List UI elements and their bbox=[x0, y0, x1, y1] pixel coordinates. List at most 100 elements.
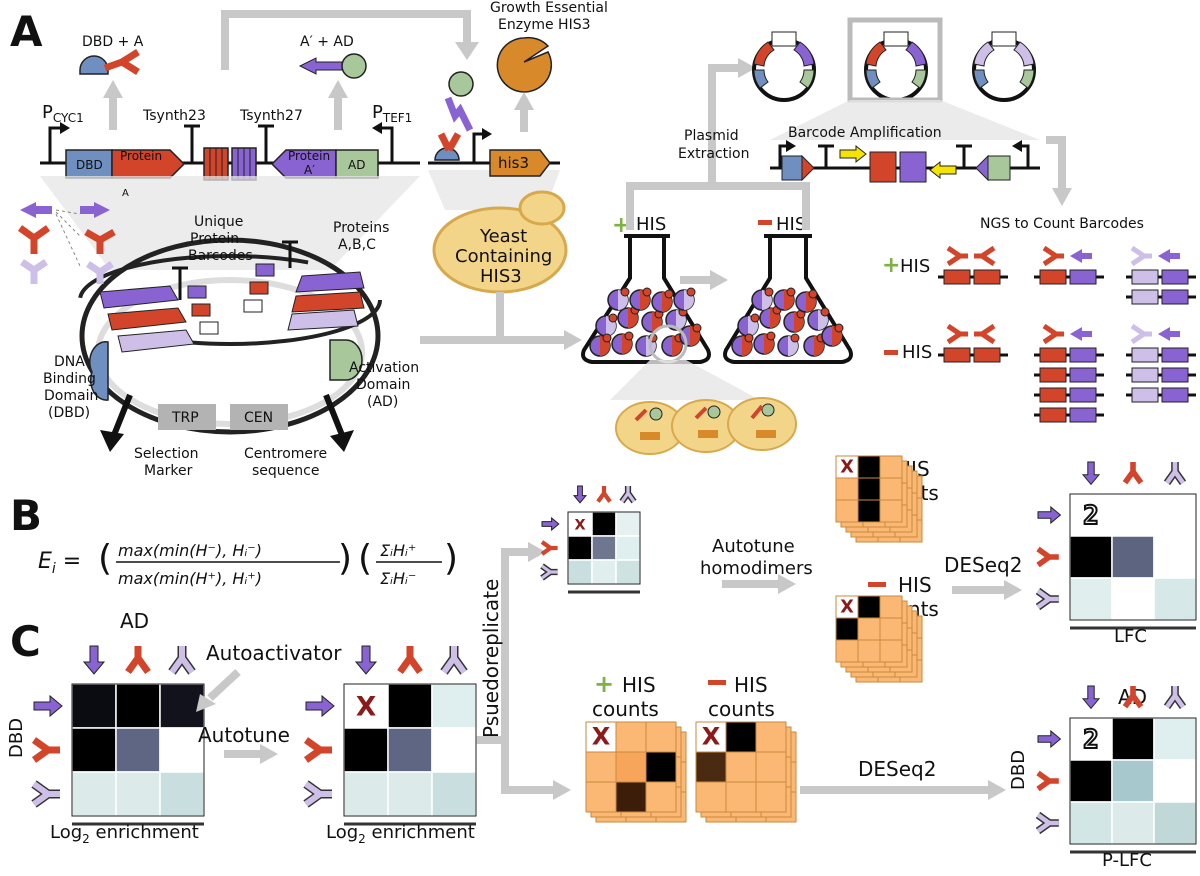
label-plus-his: HIS bbox=[636, 214, 666, 235]
heatmap-cell bbox=[1153, 577, 1197, 621]
heatmap-cell bbox=[71, 771, 117, 817]
heatmap-cell bbox=[615, 535, 641, 561]
heatmap-cell bbox=[431, 683, 477, 729]
equation-numerator-2: ΣᵢHᵢ⁺ bbox=[380, 541, 416, 560]
heatmap-cell bbox=[1111, 493, 1155, 537]
label-dbd-domain-1: DNA bbox=[54, 354, 85, 370]
enrichment-equation: Ei = ( max(min(H⁻), Hᵢ⁻) max(min(H⁺), Hᵢ… bbox=[38, 538, 458, 588]
heatmap-cell bbox=[1153, 801, 1197, 845]
bound-protein-icon bbox=[437, 132, 462, 152]
heatmap-lfc: 2 bbox=[1035, 461, 1197, 630]
label-deseq2-c: DESeq2 bbox=[858, 757, 936, 781]
heatmap-cell bbox=[71, 727, 117, 773]
heatmap-cell bbox=[1153, 717, 1197, 761]
plasmid-protein-b bbox=[107, 307, 187, 331]
heatmap-cell bbox=[1153, 535, 1197, 579]
promoter-tef1-icon bbox=[380, 126, 394, 163]
ad-circle-icon bbox=[341, 53, 367, 79]
heatmap-cell bbox=[1111, 577, 1155, 621]
zoom-funnel-plasmid bbox=[40, 176, 420, 270]
label-small-a: A bbox=[122, 188, 129, 199]
label-yeast-1: Yeast bbox=[479, 226, 527, 247]
label-centromere-1: Centromere bbox=[244, 446, 327, 462]
routing-arrow-top bbox=[221, 10, 471, 70]
heatmap-cell bbox=[591, 535, 617, 561]
label-log2-left: Log2 enrichment bbox=[50, 822, 199, 846]
label-cen: CEN bbox=[244, 410, 273, 426]
label-ad-domain-2: Domain bbox=[356, 377, 410, 393]
homodimer-two-mark: 2 bbox=[1083, 725, 1099, 755]
label-ad-domain-1: Activation bbox=[349, 360, 419, 376]
heatmap-cell bbox=[615, 559, 641, 585]
label-selection-2: Marker bbox=[144, 463, 193, 479]
plasmid-extraction: Plasmid Extraction bbox=[626, 58, 810, 230]
label-autotune-homodimers-2: homodimers bbox=[700, 558, 813, 579]
flask-cells bbox=[589, 287, 844, 357]
heatmap-c-left bbox=[31, 645, 205, 826]
label-dbd-domain-2: Binding bbox=[43, 371, 96, 387]
label-dbd-gene: DBD bbox=[76, 158, 103, 172]
plasmid-ad-domain bbox=[329, 339, 363, 381]
extracted-plasmids bbox=[752, 31, 1036, 102]
label-proteins-1: Proteins bbox=[333, 220, 389, 236]
svg-text:Ei =: Ei = bbox=[38, 549, 81, 577]
svg-text:): ) bbox=[444, 538, 458, 579]
label-ad-c: AD bbox=[120, 609, 149, 633]
heatmap-cell bbox=[1069, 801, 1113, 845]
panel-label-b: B bbox=[10, 491, 42, 540]
heatmap-cell bbox=[1153, 759, 1197, 803]
heatmap-cell bbox=[591, 511, 617, 537]
heatmap-cell bbox=[71, 683, 117, 729]
heatmap-cell bbox=[615, 511, 641, 537]
bound-ad-icon bbox=[448, 71, 474, 97]
label-selection-1: Selection bbox=[134, 446, 199, 462]
label-b-minus-his-1: HIS bbox=[898, 573, 932, 597]
ngs-barcode-counts bbox=[938, 245, 1196, 423]
label-tsynth23: Tsynth23 bbox=[142, 108, 206, 124]
heatmap-cell bbox=[115, 683, 161, 729]
label-proteins-2: A,B,C bbox=[338, 237, 376, 253]
label-dbd-c: DBD bbox=[6, 718, 27, 758]
svg-text:(: ( bbox=[358, 538, 372, 579]
heatmap-cell bbox=[1111, 801, 1155, 845]
heatmap-cell bbox=[387, 683, 433, 729]
ad-gene-block bbox=[335, 149, 379, 179]
heatmap-cell bbox=[431, 727, 477, 773]
heatmap-cell bbox=[431, 771, 477, 817]
label-lfc: LFC bbox=[1114, 626, 1147, 647]
heatmap-cell bbox=[387, 771, 433, 817]
label-growth-enzyme-2: Enzyme HIS3 bbox=[498, 17, 591, 33]
heatmap-cell bbox=[343, 727, 389, 773]
heatmap-cell bbox=[1153, 493, 1197, 537]
label-p-tef1: PTEF1 bbox=[372, 102, 412, 125]
heatmap-p-lfc: 2 bbox=[1035, 685, 1197, 854]
label-ngs-plus-his: HIS bbox=[900, 256, 930, 277]
label-c-plus-his-2: counts bbox=[592, 697, 659, 721]
label-barcode-amplification: Barcode Amplification bbox=[788, 125, 942, 141]
heatmap-cell bbox=[115, 727, 161, 773]
label-p-cyc1: PCYC1 bbox=[42, 102, 84, 125]
panel-label-a: A bbox=[10, 7, 43, 56]
heatmap-cell bbox=[1069, 535, 1113, 579]
label-ngs: NGS to Count Barcodes bbox=[980, 216, 1144, 232]
label-ngs-minus-his: HIS bbox=[902, 342, 932, 363]
label-his3-gene: his3 bbox=[498, 154, 529, 172]
autoactivator-x-mark: X bbox=[702, 723, 721, 751]
autoactivator-x-mark: X bbox=[592, 723, 611, 751]
his3-reporter: Growth Essential Enzyme HIS3 his3 bbox=[428, 0, 608, 177]
protein-a-y-icon bbox=[103, 49, 140, 75]
equation-denominator-1: max(min(H⁺), Hᵢ⁺) bbox=[118, 569, 262, 588]
label-a-prime-plus-ad: A′ + AD bbox=[300, 34, 354, 50]
homodimer-two-mark: 2 bbox=[1083, 501, 1099, 531]
label-trp: TRP bbox=[171, 410, 199, 426]
equation-denominator-2: ΣᵢHᵢ⁻ bbox=[380, 569, 416, 588]
promoter-cyc1-icon bbox=[48, 126, 62, 163]
label-c-minus-his-2: counts bbox=[708, 697, 775, 721]
cen-block bbox=[230, 404, 288, 430]
heatmap-cell bbox=[159, 771, 205, 817]
heatmap-cell bbox=[115, 771, 161, 817]
panel-label-c: C bbox=[10, 617, 41, 666]
barcode-purple-block bbox=[231, 147, 257, 181]
label-protein-a-prime-1: Protein bbox=[288, 149, 330, 163]
